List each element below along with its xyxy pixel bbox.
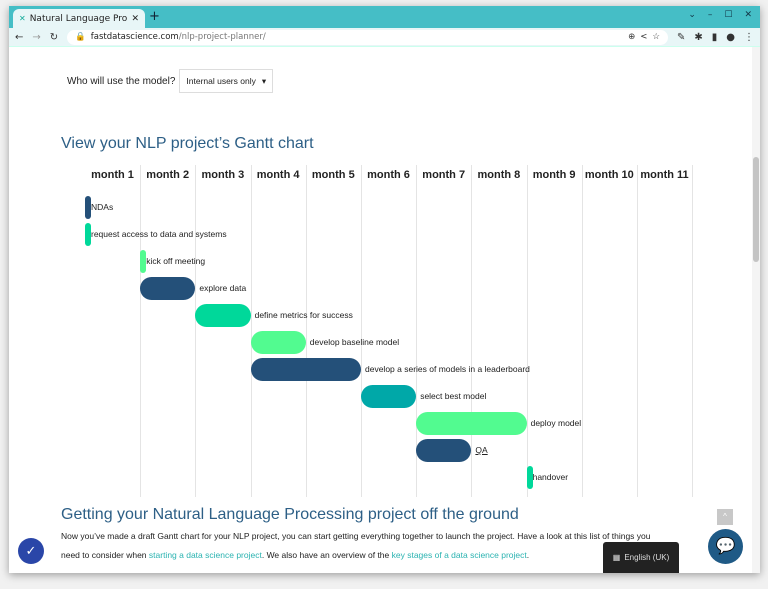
month-header: month 5: [311, 169, 355, 181]
menu-icon[interactable]: ⋮: [744, 31, 754, 43]
scroll-top-button[interactable]: ^: [717, 509, 733, 525]
audience-question: Who will use the model? Internal users o…: [67, 69, 274, 93]
task-label: request access to data and systems: [91, 229, 227, 239]
text: .: [526, 550, 530, 560]
favicon-icon: ✕: [19, 14, 26, 23]
task-label: deploy model: [530, 418, 582, 428]
grid-line: [305, 165, 307, 497]
month-header: month 9: [532, 169, 576, 181]
task-label: QA: [475, 445, 488, 455]
gantt-bar: [361, 385, 417, 408]
chat-button[interactable]: 💬: [708, 529, 743, 564]
lock-icon: 🔒: [75, 32, 86, 42]
month-header: month 8: [477, 169, 521, 181]
gantt-bar: [140, 277, 196, 300]
gantt-bar: [85, 223, 91, 246]
task-label: kick off meeting: [146, 256, 206, 266]
back-icon[interactable]: ←: [15, 31, 24, 43]
bookmark-star-icon[interactable]: ☆: [652, 32, 660, 42]
caret-down-icon: ▾: [261, 75, 267, 86]
scrollbar[interactable]: [752, 47, 760, 573]
month-header: month 3: [201, 169, 245, 181]
close-window-icon[interactable]: ✕: [744, 10, 752, 20]
accessibility-button[interactable]: ✓: [18, 538, 44, 564]
zoom-icon[interactable]: ⊕: [628, 32, 636, 42]
task-label: select best model: [420, 391, 487, 401]
tab-bar: ✕ Natural Language Processing project pl…: [9, 6, 760, 28]
puzzle-icon[interactable]: ✱: [694, 31, 703, 43]
text: need to consider when: [61, 550, 149, 560]
task-label: define metrics for success: [254, 310, 353, 320]
share-icon[interactable]: <: [640, 32, 648, 42]
text: . We also have an overview of the: [261, 550, 392, 560]
task-label: explore data: [199, 283, 247, 293]
maximize-icon[interactable]: ☐: [724, 10, 733, 20]
grid-line: [361, 165, 362, 497]
chat-icon: 💬: [715, 538, 736, 555]
forward-icon[interactable]: →: [32, 31, 41, 43]
scrollbar-thumb[interactable]: [753, 157, 759, 262]
month-header: month 2: [146, 169, 190, 181]
extension-icon[interactable]: ✎: [676, 31, 686, 43]
month-header: month 11: [640, 169, 689, 181]
avatar[interactable]: ●: [726, 31, 735, 43]
address-bar[interactable]: 🔒 fastdatascience.com/nlp-project-planne…: [67, 29, 668, 45]
reload-icon[interactable]: ↻: [49, 31, 59, 43]
grid-line: [692, 165, 694, 497]
language-selector[interactable]: ▦English (UK): [603, 542, 679, 573]
task-label: develop baseline model: [309, 337, 400, 347]
paragraph-line: Now you’ve made a draft Gantt chart for …: [61, 531, 651, 541]
sidepanel-icon[interactable]: ▮: [711, 31, 718, 43]
toolbar: ← → ↻ 🔒 fastdatascience.com/nlp-project-…: [9, 28, 760, 47]
month-header: month 10: [584, 169, 634, 181]
gantt-bar: [250, 358, 361, 381]
link-starting-project[interactable]: starting a data science project: [148, 550, 262, 560]
page-content: Who will use the model? Internal users o…: [9, 47, 752, 573]
new-tab-button[interactable]: +: [149, 9, 160, 24]
section-heading: Getting your Natural Language Processing…: [61, 506, 519, 523]
audience-select[interactable]: Internal users only ▾: [179, 69, 274, 93]
tab-search-icon[interactable]: ⌄: [688, 10, 696, 20]
gantt-bar: [250, 331, 306, 354]
month-header: month 7: [422, 169, 466, 181]
grid-line: [140, 165, 142, 497]
grid-line: [526, 165, 528, 497]
month-header: month 6: [367, 169, 410, 181]
browser-window: ✕ Natural Language Processing project pl…: [9, 6, 760, 573]
flag-icon: ▦: [612, 553, 621, 562]
gantt-bar: [416, 412, 527, 435]
tab-title: Natural Language Processing project plan…: [29, 13, 128, 24]
close-tab-icon[interactable]: ✕: [131, 13, 139, 24]
grid-line: [581, 165, 583, 497]
month-header: month 1: [91, 169, 134, 181]
link-key-stages[interactable]: key stages of a data science project: [391, 550, 527, 560]
gantt-bar: [526, 466, 533, 489]
gantt-bar: [85, 196, 91, 219]
month-header: month 4: [256, 169, 300, 181]
gantt-bar: [195, 304, 251, 327]
grid-line: [471, 165, 473, 497]
gantt-bar: [140, 250, 147, 273]
gantt-heading: View your NLP project’s Gantt chart: [61, 135, 314, 152]
grid-line: [637, 165, 638, 497]
grid-line: [195, 165, 197, 497]
task-label: develop a series of models in a leaderbo…: [365, 364, 530, 374]
language-label: English (UK): [624, 553, 670, 562]
paragraph-line: need to consider when starting a data sc…: [61, 550, 711, 560]
task-label: NDAs: [91, 202, 114, 212]
question-label: Who will use the model?: [67, 75, 176, 87]
url-domain: fastdatascience.com: [90, 32, 179, 42]
select-value: Internal users only: [186, 76, 256, 86]
task-label: handover: [532, 472, 569, 482]
grid-line: [250, 165, 252, 497]
browser-tab[interactable]: ✕ Natural Language Processing project pl…: [13, 9, 145, 28]
grid-line: [416, 165, 418, 497]
minimize-icon[interactable]: –: [707, 10, 713, 20]
gantt-bar: [416, 439, 472, 462]
url-path: /nlp-project-planner/: [178, 32, 266, 42]
